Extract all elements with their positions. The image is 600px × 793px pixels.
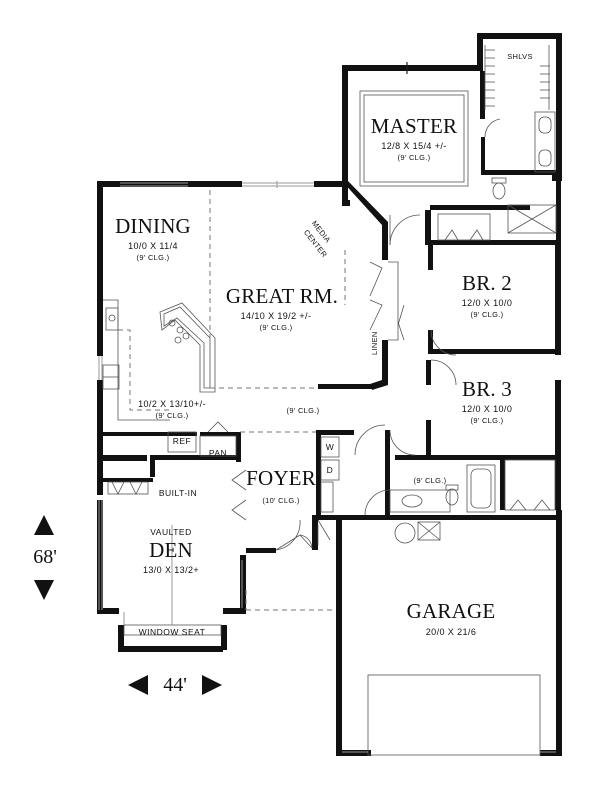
linen-label: LINEN	[370, 331, 379, 355]
br3-size: 12/0 X 10/0	[461, 404, 513, 414]
den-size: 13/0 X 13/2+	[142, 565, 200, 575]
bath-ceiling: (9' CLG.)	[413, 476, 447, 485]
br3-ceiling: (9' CLG.)	[470, 416, 504, 425]
master-label: MASTER	[370, 114, 458, 138]
bedroom-closets	[369, 213, 556, 511]
dining-size: 10/0 X 11/4	[128, 241, 178, 251]
shelves-label: SHLVS	[507, 52, 533, 61]
right-arrow-icon	[202, 675, 222, 695]
den-label: DEN	[149, 538, 193, 562]
kitchen-details	[102, 190, 237, 457]
dryer-label: D	[326, 465, 334, 475]
down-arrow-icon	[34, 580, 54, 600]
kitchen-ceiling: (9' CLG.)	[155, 411, 189, 420]
br3-label: BR. 3	[461, 377, 513, 401]
foyer-label: FOYER	[246, 466, 316, 490]
great-room-label: GREAT RM.	[225, 284, 339, 308]
depth-dimension: 68'	[33, 546, 57, 568]
pantry-label: PAN	[208, 448, 228, 458]
hall-ceiling: (9' CLG.)	[286, 406, 320, 415]
master-ceiling: (9' CLG.)	[397, 153, 431, 162]
kitchen-size: 10/2 X 13/10+/-	[138, 399, 206, 409]
dining-label: DINING	[115, 214, 191, 238]
window-seat-label: WINDOW SEAT	[138, 627, 206, 637]
dining-ceiling: (9' CLG.)	[136, 253, 170, 262]
left-arrow-icon	[128, 675, 148, 695]
master-details	[359, 45, 557, 246]
foyer-den	[98, 431, 336, 636]
interior-walls	[97, 71, 558, 515]
width-dimension: 44'	[163, 674, 187, 696]
br2-label: BR. 2	[461, 271, 513, 295]
exterior-walls	[97, 33, 562, 756]
up-arrow-icon	[34, 515, 54, 535]
br2-size: 12/0 X 10/0	[461, 298, 513, 308]
ref-label: REF	[172, 436, 192, 446]
master-size: 12/8 X 15/4 +/-	[381, 141, 447, 151]
living-glass	[98, 181, 346, 389]
garage-label: GARAGE	[406, 599, 496, 623]
great-room-ceiling: (9' CLG.)	[259, 323, 293, 332]
great-room-size: 14/10 X 19/2 +/-	[240, 311, 312, 321]
br2-ceiling: (9' CLG.)	[470, 310, 504, 319]
built-in-label: BUILT-IN	[158, 488, 198, 498]
foyer-ceiling: (10' CLG.)	[262, 496, 300, 505]
garage-door	[342, 674, 556, 756]
hall-bath	[317, 424, 496, 545]
washer-label: W	[325, 442, 335, 452]
garage-size: 20/0 X 21/6	[425, 627, 477, 637]
den-vaulted-note: VAULTED	[150, 527, 192, 537]
